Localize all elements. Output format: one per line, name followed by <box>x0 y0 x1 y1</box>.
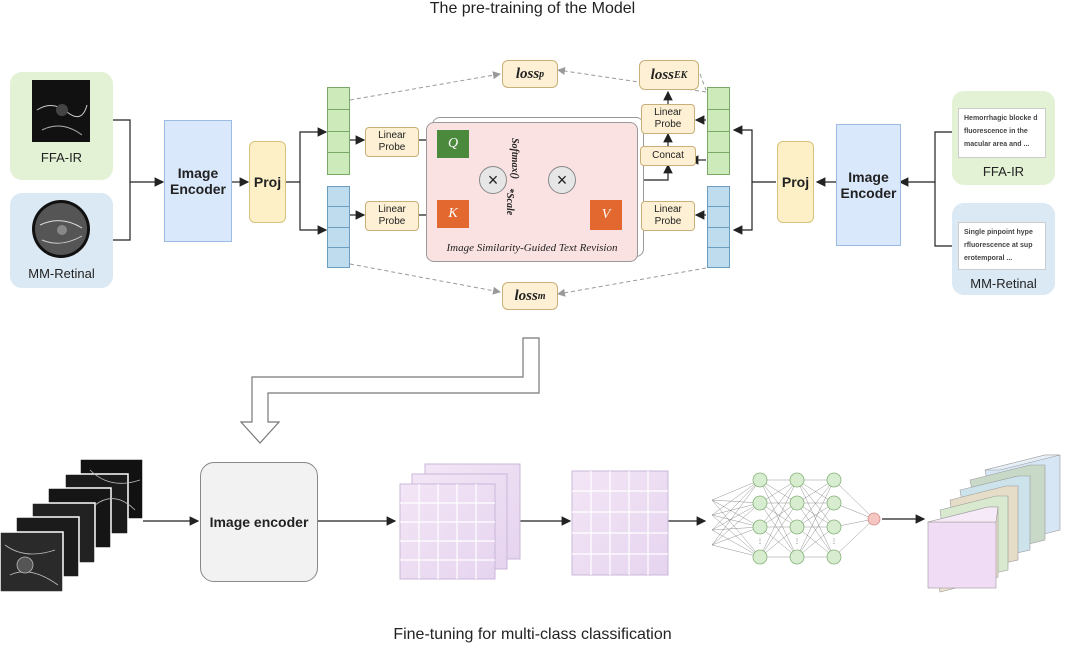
q-block: Q <box>437 130 469 158</box>
mm-retinal-right-label: MM-Retinal <box>970 276 1037 291</box>
revision-label: Image Similarity-Guided Text Revision <box>446 242 618 254</box>
svg-text:⋮: ⋮ <box>831 539 837 545</box>
concat-block: Concat <box>640 146 696 166</box>
left-image-encoder: Image Encoder <box>164 120 232 242</box>
neural-network: ⋮ ⋮ ⋮ <box>711 472 881 565</box>
loss-ek-text: loss <box>650 66 674 83</box>
right-probe-top: Linear Probe <box>641 104 695 134</box>
multiply-node-2: × <box>548 166 576 194</box>
ffa-ir-label: FFA-IR <box>40 150 83 165</box>
ffa-ir-right-label: FFA-IR <box>982 164 1025 179</box>
loss-p-sub: p <box>539 68 545 80</box>
softmax-label: Softmax() <box>509 138 520 180</box>
loss-m-text: loss <box>514 287 538 304</box>
left-proj: Proj <box>249 141 286 223</box>
right-probe-bottom: Linear Probe <box>641 201 695 231</box>
ffa-ir-text: Hemorrhagic blocke d fluorescence in the… <box>958 108 1046 158</box>
bottom-title: Fine-tuning for multi-class classificati… <box>393 626 672 643</box>
multiply-node-1: × <box>479 166 507 194</box>
right-blue-vector <box>707 186 730 268</box>
scale-label: *Scale <box>504 188 515 216</box>
v-block: V <box>590 200 622 230</box>
finetune-image-encoder: Image encoder <box>200 462 318 582</box>
retinal-image-stack <box>0 458 144 593</box>
loss-m-sub: m <box>537 290 546 302</box>
left-probe-bottom: Linear Probe <box>365 201 419 231</box>
mm-retinal-label: MM-Retinal <box>28 266 95 281</box>
k-block: K <box>437 200 469 228</box>
svg-text:⋮: ⋮ <box>794 539 800 545</box>
right-image-encoder: Image Encoder <box>836 124 901 246</box>
mm-retinal-image <box>32 200 90 258</box>
ffa-ir-image <box>32 80 90 142</box>
left-green-vector <box>327 87 350 175</box>
left-probe-top: Linear Probe <box>365 127 419 157</box>
svg-text:⋮: ⋮ <box>757 539 763 545</box>
pooled-feature-map <box>571 470 669 576</box>
top-title: The pre-training of the Model <box>429 0 636 17</box>
mm-retinal-text: Single pinpoint hype rfluorescence at su… <box>958 222 1046 270</box>
loss-p-text: loss <box>515 65 540 82</box>
loss-ek-sub: EK <box>674 69 688 81</box>
right-proj: Proj <box>777 141 814 223</box>
right-green-vector <box>707 87 730 175</box>
output-class-stack <box>927 454 1061 593</box>
feature-map-stack <box>399 463 521 580</box>
left-blue-vector <box>327 186 350 268</box>
